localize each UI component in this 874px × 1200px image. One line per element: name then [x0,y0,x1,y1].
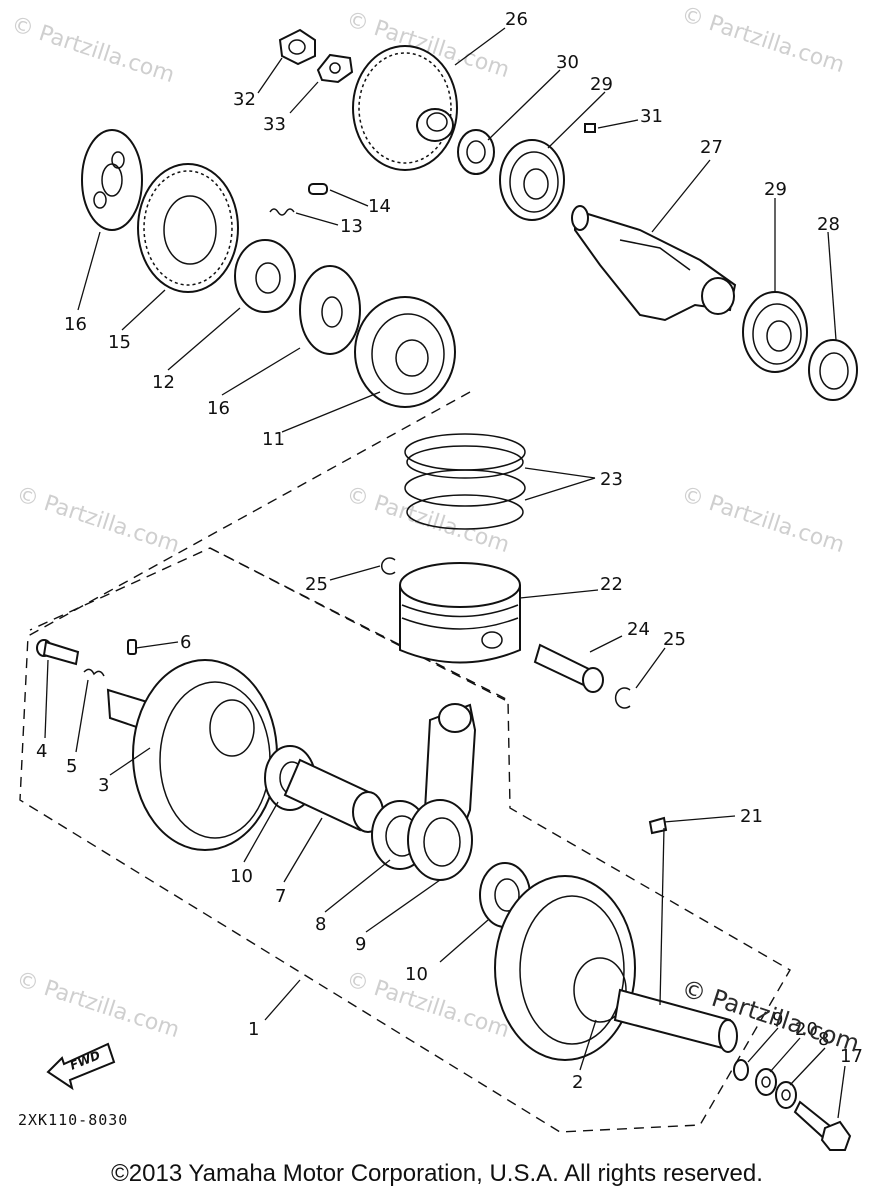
callout-21: 21 [740,806,763,827]
watermark: © Partzilla.com [13,967,182,1043]
callout-27: 27 [700,137,723,158]
callout-7: 7 [275,886,286,907]
callout-28: 28 [817,214,840,235]
nut-8-small [775,1081,797,1109]
oil-seal-28 [808,339,858,401]
pin-14 [308,183,328,195]
bearing-29-lower [742,291,808,373]
callout-31: 31 [640,106,663,127]
callout-2: 2 [572,1072,583,1093]
washer-9-small [733,1059,749,1081]
callout-33: 33 [263,114,286,135]
callout-8: 8 [315,914,326,935]
callout-29-upper: 29 [590,74,613,95]
bolt-17 [793,1100,852,1151]
watermark: © Partzilla.com [678,482,847,558]
callout-9: 9 [355,934,366,955]
callout-16-upper: 16 [64,314,87,335]
circlip-25-upper [380,557,396,575]
watermark: © Partzilla.com [343,482,512,558]
plate-16-lower [299,265,361,355]
callout-22: 22 [600,574,623,595]
pin-6 [127,639,137,655]
callout-25-lower: 25 [663,629,686,650]
bearing-11 [354,296,456,408]
callout-10-right: 10 [405,964,428,985]
callout-4: 4 [36,741,47,762]
circlip-25-lower [614,687,631,709]
callout-20: 20 [795,1019,818,1040]
crank-half-3 [106,659,278,851]
balancer-shaft-27 [571,205,737,322]
callout-13: 13 [340,216,363,237]
callout-1: 1 [248,1019,259,1040]
callout-14: 14 [368,196,391,217]
callout-17: 17 [840,1046,863,1067]
fwd-arrow-icon: FWD [46,1042,116,1091]
callout-9-small: 9 [772,1009,783,1030]
hub-12 [234,239,296,313]
callout-8-small: 8 [818,1029,829,1050]
plate-16-upper [81,129,143,231]
piston-22 [399,562,521,664]
piston-rings-23 [404,433,526,530]
callout-29-lower: 29 [764,179,787,200]
lock-washer-33 [316,53,354,84]
washer-30 [457,129,495,175]
leader-lines [44,27,846,1119]
callout-30: 30 [556,52,579,73]
copyright-notice: ©2013 Yamaha Motor Corporation, U.S.A. A… [111,1160,763,1187]
callout-12: 12 [152,372,175,393]
assembly-outline [19,391,791,1133]
washer-20 [755,1068,777,1096]
callout-11: 11 [262,429,285,450]
callout-32: 32 [233,89,256,110]
callout-23: 23 [600,469,623,490]
spring-5 [83,668,105,677]
watermark: © Partzilla.com [8,12,177,88]
watermark: © Partzilla.com [13,482,182,558]
callout-5: 5 [66,756,77,777]
crank-pin-7 [283,758,384,833]
callout-24: 24 [627,619,650,640]
callout-labels: 26 30 29 31 27 29 28 32 33 14 13 16 15 1… [36,9,863,1093]
bearing-29-upper [499,139,565,221]
spring-13 [269,208,295,216]
callout-16-lower: 16 [207,398,230,419]
key-21 [648,816,668,835]
callout-6: 6 [180,632,191,653]
callout-25-upper: 25 [305,574,328,595]
gear-26 [352,45,458,171]
callout-26: 26 [505,9,528,30]
nut-32 [278,28,316,66]
watermark: © Partzilla.com [678,2,847,78]
callout-10-left: 10 [230,866,253,887]
connecting-rod-9 [407,703,477,881]
piston-pin-24 [533,643,604,693]
callout-3: 3 [98,775,109,796]
gear-15 [137,163,239,293]
crank-half-2 [494,875,738,1061]
bolt-4 [36,639,80,666]
callout-15: 15 [108,332,131,353]
key-31 [584,123,596,133]
diagram-code: 2XK110-8030 [18,1111,128,1129]
